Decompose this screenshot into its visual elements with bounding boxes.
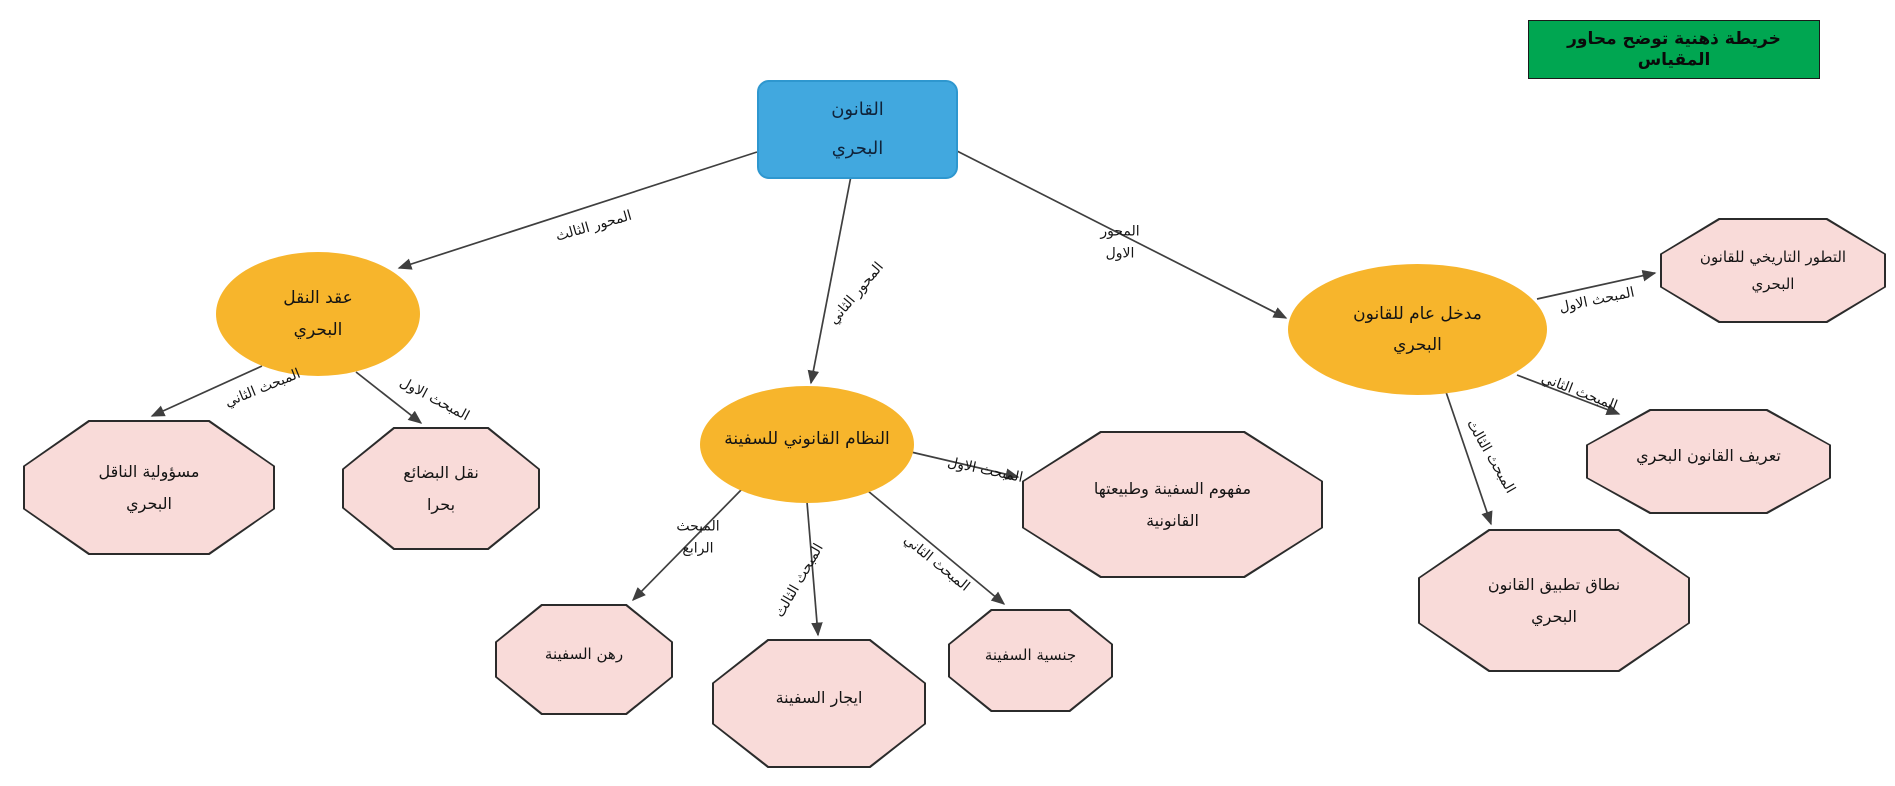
edge-label-section4-middle: المبحث الرابع xyxy=(676,516,719,559)
edge-label-section2-right: المبحث الثاني xyxy=(1538,369,1620,418)
topic-node-carrier-liability: مسؤولية الناقل البحري xyxy=(23,420,275,555)
topic-node-label-line: نطاق تطبيق القانون xyxy=(1487,575,1621,595)
edge-label-section1-right: المبحث الاول xyxy=(1557,282,1636,319)
octagon-fill xyxy=(25,422,273,553)
topic-node-label-line: نقل البضائع xyxy=(403,463,479,483)
axis-node-label-line: البحري xyxy=(1393,335,1442,355)
octagon-fill xyxy=(1588,411,1829,512)
octagon-fill xyxy=(344,429,538,548)
octagon-fill xyxy=(714,641,924,766)
axis-node-label-line: عقد النقل xyxy=(283,288,353,309)
edge-label-section3-middle: المبحث الثالث xyxy=(770,540,830,622)
topic-node-label-line: ايجار السفينة xyxy=(775,687,863,707)
edge-label-line: المبحث الاول xyxy=(946,454,1025,486)
topic-node-historical-development: التطور التاريخي للقانون البحري xyxy=(1660,218,1886,323)
topic-node-ship-lease: ايجار السفينة xyxy=(712,639,926,768)
topic-node-label-line: البحري xyxy=(1751,275,1795,293)
topic-node-ship-mortgage: رهن السفينة xyxy=(495,604,673,715)
topic-node-label-line: القانونية xyxy=(1146,510,1199,530)
edge-label-line: المبحث xyxy=(676,518,720,535)
root-node-label-line: البحري xyxy=(831,138,884,159)
edge-label-section2-middle: المبحث الثاني xyxy=(898,530,974,597)
topic-node-goods-transport: نقل البضائع بحرا xyxy=(342,427,540,550)
topic-node-ship-nationality: جنسية السفينة xyxy=(948,609,1113,712)
topic-node-label-line: البحري xyxy=(126,493,172,513)
edge-label-line: المبحث الثالث xyxy=(1463,416,1519,497)
topic-node-scope-of-application: نطاق تطبيق القانون البحري xyxy=(1418,529,1690,672)
topic-node-label-line: البحري xyxy=(1531,606,1577,626)
edge-root-to-axis-second xyxy=(807,175,852,385)
topic-node-label-line: مسؤولية الناقل xyxy=(98,462,200,482)
octagon-fill xyxy=(950,611,1111,710)
edge-label-line: المحور xyxy=(1100,223,1140,240)
edge-label-line: الاول xyxy=(1105,245,1135,261)
axis-node-general-intro: مدخل عام للقانون البحري xyxy=(1288,264,1547,395)
edge-label-section2-left: المبحث الثاني xyxy=(222,364,304,414)
edge-label-line: المبحث الاول xyxy=(396,374,472,425)
legend-title-box: خريطة ذهنية توضح محاور المقياس xyxy=(1528,20,1820,79)
root-node-label-line: القانون xyxy=(831,99,884,121)
octagon-fill xyxy=(1662,220,1884,321)
root-node-maritime-law: القانون البحري xyxy=(757,80,958,179)
edge-axis2-to-ship-nationality xyxy=(867,490,1006,605)
axis-node-label-line: النظام القانوني للسفينة xyxy=(724,428,890,449)
axis-node-label-line: مدخل عام للقانون xyxy=(1353,303,1482,324)
edge-label-section1-middle: المبحث الاول xyxy=(945,452,1024,489)
axis-node-transport-contract: عقد النقل البحري xyxy=(216,252,420,376)
edge-label-section3-right: المبحث الثالث xyxy=(1460,416,1520,498)
octagon-fill xyxy=(1024,433,1321,576)
edge-label-line: المحور الثاني xyxy=(825,259,887,328)
edge-label-axis-first: المحور الاول xyxy=(1100,221,1139,264)
edge-label-line: المبحث الاول xyxy=(1557,284,1636,316)
topic-node-label-line: تعريف القانون البحري xyxy=(1636,445,1781,465)
edge-label-axis-second: المحور الثاني xyxy=(824,258,889,330)
topic-node-label-line: بحرا xyxy=(426,494,456,514)
topic-node-definition-maritime-law: تعريف القانون البحري xyxy=(1586,409,1831,514)
topic-node-label-line: جنسية السفينة xyxy=(984,645,1077,664)
edge-label-axis-third: المحور الثالث xyxy=(553,206,634,248)
topic-node-label-line: التطور التاريخي للقانون xyxy=(1699,248,1847,266)
edge-label-line: المبحث الثاني xyxy=(222,365,303,411)
edge-label-line: المبحث الثاني xyxy=(900,531,973,595)
topic-node-label-line: مفهوم السفينة وطبيعتها xyxy=(1093,479,1252,499)
edge-label-line: المحور الثالث xyxy=(553,207,634,245)
octagon-fill xyxy=(1420,531,1688,670)
edge-label-line: المبحث الثالث xyxy=(771,540,827,621)
topic-node-label-line: رهن السفينة xyxy=(544,644,624,663)
edge-label-line: المبحث الثاني xyxy=(1539,370,1620,415)
legend-title-text: خريطة ذهنية توضح محاور المقياس xyxy=(1567,29,1781,70)
edge-label-line: الرابع xyxy=(682,540,714,556)
octagon-fill xyxy=(497,606,671,713)
edge-root-to-axis-third xyxy=(397,151,758,270)
topic-node-ship-concept: مفهوم السفينة وطبيعتها القانونية xyxy=(1022,431,1323,578)
axis-node-ship-legal-system: النظام القانوني للسفينة xyxy=(700,386,914,503)
edge-label-section1-left: المبحث الاول xyxy=(395,372,473,427)
axis-node-label-line: البحري xyxy=(293,319,343,340)
